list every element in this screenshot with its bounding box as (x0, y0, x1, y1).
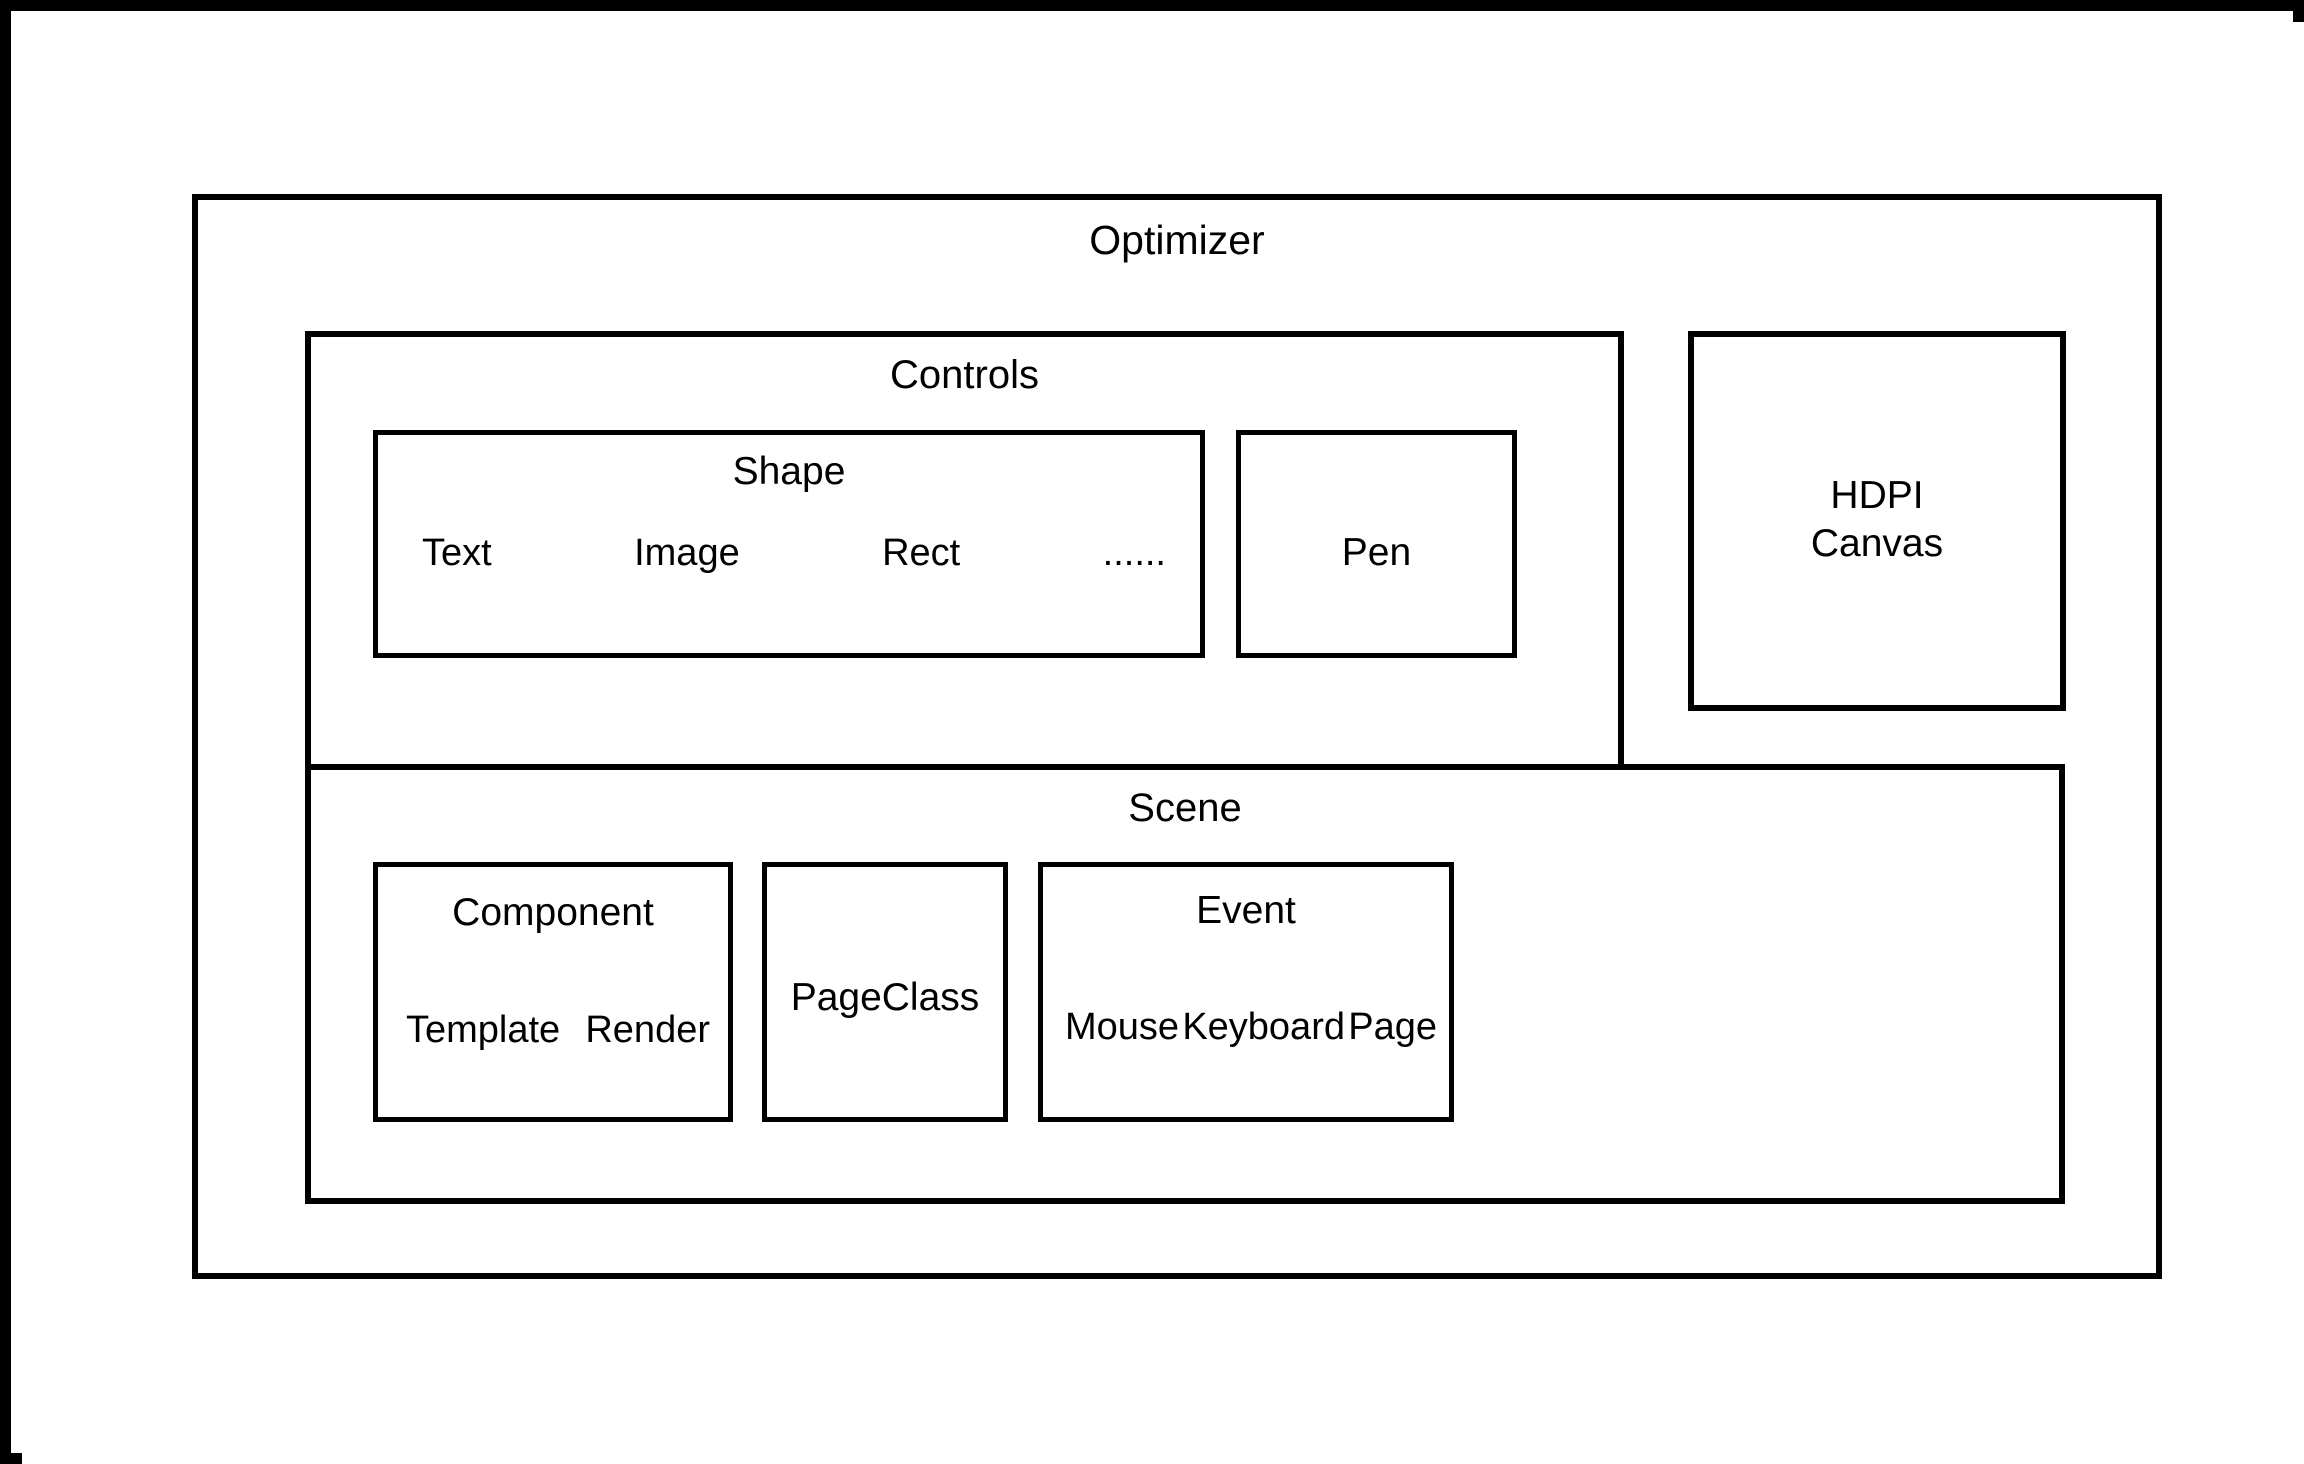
pageclass-block: PageClass (762, 862, 1008, 1122)
event-block: Event Mouse Keyboard Page (1038, 862, 1454, 1122)
shape-item-image: Image (634, 531, 740, 574)
controls-title: Controls (890, 353, 1039, 397)
controls-block: Controls Shape Text Image Rect ...... Pe… (305, 331, 1624, 773)
scene-block: Scene Component Template Render PageClas… (305, 764, 2065, 1204)
shape-items: Text Image Rect ...... (422, 523, 1166, 583)
shape-block: Shape Text Image Rect ...... (373, 430, 1205, 658)
component-items: Template Render (406, 1000, 710, 1060)
optimizer-block: Optimizer Controls Shape Text Image Rect… (192, 194, 2162, 1279)
component-item-render: Render (585, 1008, 710, 1051)
event-items: Mouse Keyboard Page (1065, 997, 1437, 1057)
component-item-template: Template (406, 1008, 561, 1051)
optimizer-title: Optimizer (1089, 217, 1265, 263)
shape-item-rect: Rect (882, 531, 961, 574)
component-block: Component Template Render (373, 862, 733, 1122)
hdpi-canvas-block: HDPI Canvas (1688, 331, 2066, 711)
event-title: Event (1196, 889, 1296, 932)
scene-title: Scene (1128, 786, 1242, 830)
event-item-keyboard: Keyboard (1182, 1005, 1345, 1048)
pen-title: Pen (1341, 531, 1412, 574)
event-item-page: Page (1348, 1005, 1437, 1048)
pageclass-title: PageClass (790, 976, 980, 1019)
shape-item-ellipsis: ...... (1102, 531, 1166, 574)
diagram-canvas: Optimizer Controls Shape Text Image Rect… (22, 22, 2304, 1464)
component-title: Component (452, 891, 654, 934)
event-item-mouse: Mouse (1065, 1005, 1180, 1048)
shape-item-text: Text (422, 531, 492, 574)
pen-block: Pen (1236, 430, 1517, 658)
hdpi-canvas-title: HDPI Canvas (1810, 474, 1944, 565)
shape-title: Shape (732, 450, 846, 493)
